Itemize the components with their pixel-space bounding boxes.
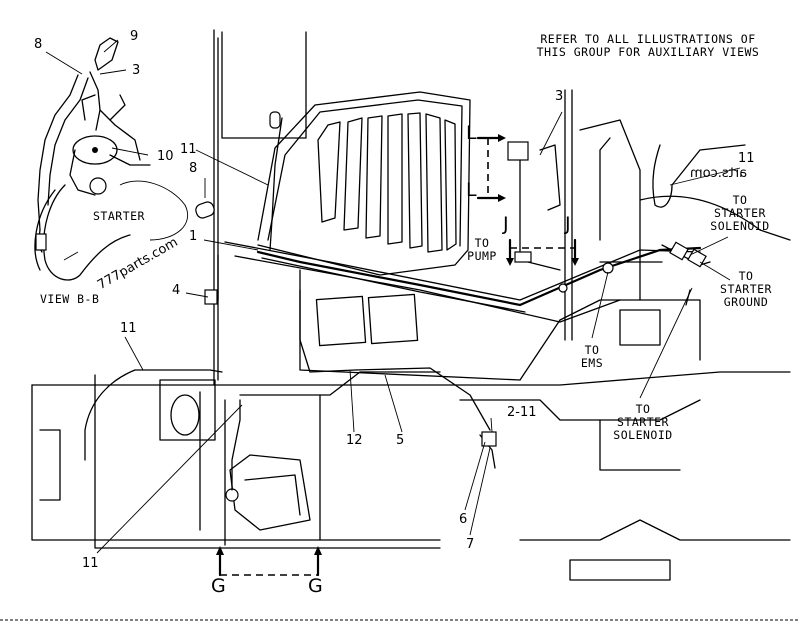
callout-4: 4 bbox=[172, 283, 181, 298]
callout-6: 6 bbox=[459, 512, 468, 527]
callout-2-11: 2-11 bbox=[507, 405, 537, 420]
callout-9: 9 bbox=[130, 29, 139, 44]
machine-structure bbox=[31, 29, 791, 581]
callout-3-view: 3 bbox=[132, 63, 141, 78]
header-note-line2: THIS GROUP FOR AUXILIARY VIEWS bbox=[536, 45, 760, 59]
leader-lines bbox=[96, 111, 741, 554]
view-b-b-inset bbox=[34, 37, 188, 281]
watermark-mirrored: arts.com bbox=[690, 166, 748, 181]
to-starter-ground-label: TO STARTER GROUND bbox=[720, 269, 772, 309]
section-g-left: G bbox=[211, 575, 226, 597]
to-ems-label: TO EMS bbox=[580, 343, 604, 370]
section-j-left: J bbox=[503, 213, 509, 235]
to-pump-label: TO PUMP bbox=[467, 236, 497, 263]
to-starter-solenoid-top-label: TO STARTER SOLENOID bbox=[710, 193, 770, 233]
to-starter-solenoid-bottom-label: TO STARTER SOLENOID bbox=[613, 402, 673, 442]
header-note-line1: REFER TO ALL ILLUSTRATIONS OF bbox=[540, 32, 756, 46]
callout-1: 1 bbox=[189, 229, 198, 244]
callout-10: 10 bbox=[157, 149, 174, 164]
callout-12: 12 bbox=[346, 433, 363, 448]
callout-8-view: 8 bbox=[34, 37, 43, 52]
section-g-right: G bbox=[308, 575, 323, 597]
callout-11-left: 11 bbox=[120, 321, 137, 336]
wiring-harness bbox=[84, 111, 746, 491]
view-label: VIEW B-B bbox=[40, 292, 100, 306]
callout-3-top: 3 bbox=[555, 89, 564, 104]
callout-5: 5 bbox=[396, 433, 405, 448]
callout-11-bottom: 11 bbox=[82, 556, 99, 571]
section-l-bottom: L bbox=[466, 179, 477, 201]
starter-label: STARTER bbox=[93, 209, 145, 223]
callout-11-top: 11 bbox=[180, 142, 197, 157]
callout-11-right: 11 bbox=[738, 151, 755, 166]
section-markers bbox=[216, 134, 579, 577]
callout-8-main: 8 bbox=[189, 161, 198, 176]
section-l-top: L bbox=[466, 122, 477, 144]
section-j-right: J bbox=[565, 213, 571, 235]
callout-7: 7 bbox=[466, 537, 475, 552]
